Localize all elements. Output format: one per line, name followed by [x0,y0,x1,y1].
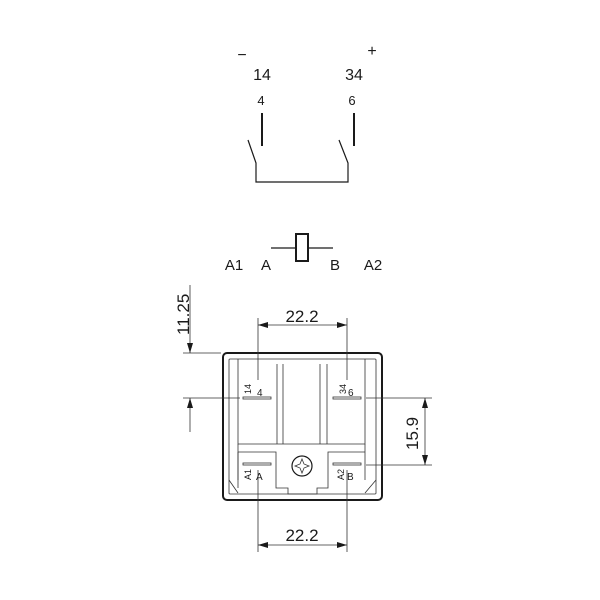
footprint-label-6: 6 [348,388,354,399]
pin-slot-34 [332,396,362,400]
dimension-right-value: 15.9 [403,417,422,450]
dimension-left: 11.25 [174,285,240,432]
footprint-label-a2: A2 [336,469,346,480]
switch-contacts [247,139,349,183]
dimension-top: 22.2 [257,307,348,380]
pin-slot-a2 [332,462,362,466]
polarity-minus: − [237,47,246,64]
coil-a2-label: A2 [364,257,382,274]
coil-schematic: A1 A B A2 [225,233,382,274]
pin-slot-14 [242,396,272,400]
internal-ribs [228,359,377,495]
footprint-label-b: B [347,472,354,483]
footprint-label-a1: A1 [243,469,253,480]
relay-footprint: 14 4 34 6 A1 A A2 B [222,352,383,501]
dimension-bottom-value: 22.2 [285,526,318,545]
pin-slot-a1 [242,462,272,466]
screw-icon [291,455,313,477]
footprint-label-a: A [256,472,263,483]
coil-a1-label: A1 [225,257,243,274]
coil-symbol [295,233,309,262]
footprint-label-34: 34 [338,384,348,394]
polarity-plus: + [367,43,376,60]
relay-outline [222,352,383,501]
pin-6-label: 6 [348,93,355,108]
footprint-label-4: 4 [257,388,263,399]
coil-a-label: A [261,257,271,274]
dimension-left-value: 11.25 [174,294,193,335]
dimension-top-value: 22.2 [285,307,318,326]
pin-4-label: 4 [257,93,264,108]
dimension-bottom: 22.2 [257,470,348,552]
dimension-right: 15.9 [366,397,432,466]
terminal-34-label: 34 [345,67,363,84]
coil-b-label: B [330,257,340,274]
contact-schematic: − + 14 34 4 6 [237,43,377,183]
terminal-14-label: 14 [253,67,271,84]
footprint-label-14: 14 [243,384,253,394]
